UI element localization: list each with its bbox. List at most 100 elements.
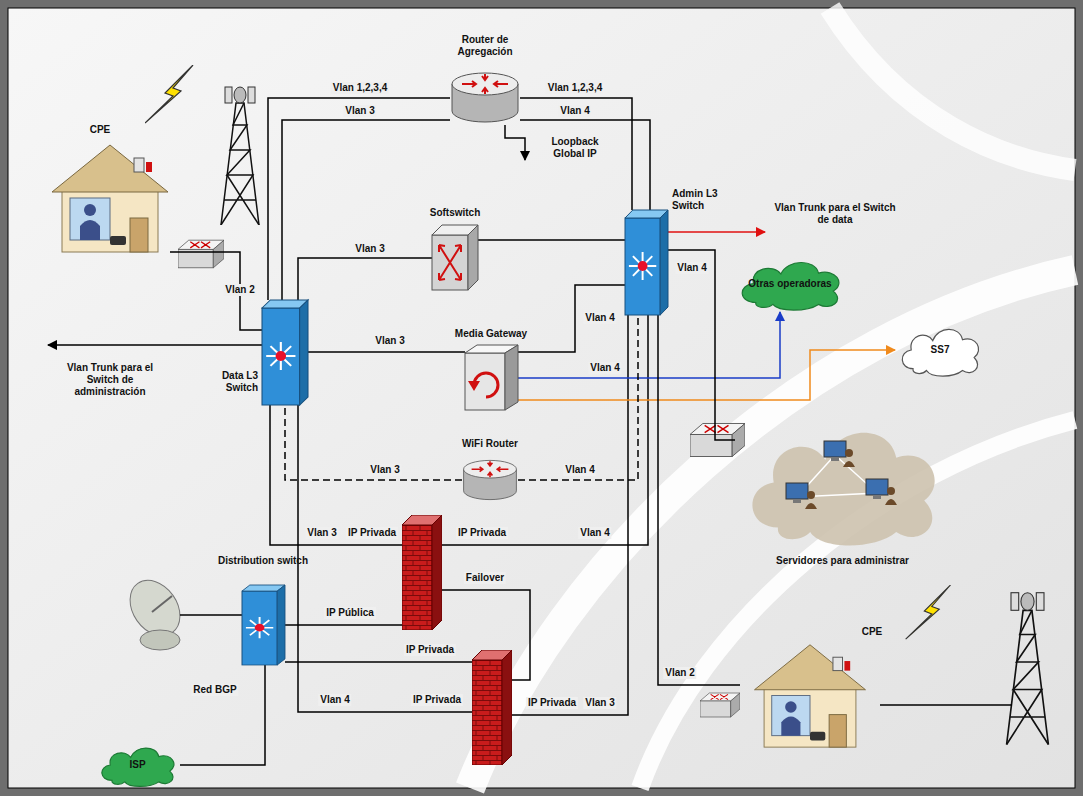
node-label: Media Gateway xyxy=(441,328,541,340)
connector xyxy=(518,285,625,352)
edge-label: Vlan 1,2,3,4 xyxy=(546,82,604,94)
router-icon: Router de Agregación xyxy=(450,70,520,125)
house-cpe-shape xyxy=(833,657,843,670)
connector xyxy=(668,250,735,440)
satellite-dish xyxy=(120,571,190,650)
network-cloud-shape xyxy=(102,748,174,786)
house-cpe-shape xyxy=(62,188,158,252)
edge-label: Vlan 2 xyxy=(663,667,696,679)
node-label: Servidores para administrar xyxy=(775,555,910,567)
router-icon-shape xyxy=(462,455,518,505)
node-label: Distribution switch xyxy=(208,555,318,567)
softswitch-icon: Softswitch xyxy=(432,225,478,290)
server-cloud-shape xyxy=(805,503,817,509)
note-label: Red BGP xyxy=(191,684,238,696)
firewall xyxy=(402,515,442,630)
wires xyxy=(48,125,1012,715)
connector xyxy=(170,252,262,330)
server-cloud-shape xyxy=(831,457,839,461)
connector xyxy=(285,405,462,480)
house-cpe-shape xyxy=(130,218,148,252)
connector xyxy=(520,98,632,210)
gateway-server-shape xyxy=(468,381,480,391)
house-cpe-shape xyxy=(810,732,825,741)
l3-switch-shape xyxy=(629,252,656,280)
network-cloud: Otras operadoras xyxy=(733,255,847,312)
gateway-server-shape xyxy=(505,345,518,410)
router-icon-shape xyxy=(450,70,520,125)
node-label: ISP xyxy=(129,759,145,771)
server-cloud-shape xyxy=(735,415,950,550)
house-cpe-shape xyxy=(146,162,152,172)
satellite-dish xyxy=(140,630,180,650)
l3-switch-shape xyxy=(300,300,308,405)
note-label: Vlan 4 xyxy=(578,527,611,539)
network-cloud: ISP xyxy=(95,742,180,788)
connector xyxy=(658,315,740,685)
note-label: Vlan 4 xyxy=(318,694,351,706)
house-cpe-shape xyxy=(110,236,126,245)
note-label: IP Privada xyxy=(346,527,398,539)
l3-switch-shape xyxy=(262,300,308,405)
note-label: Failover xyxy=(464,572,506,584)
node-label: CPE xyxy=(852,626,892,638)
node-label: Router de Agregación xyxy=(435,34,535,58)
connector xyxy=(518,350,895,400)
network-cloud-shape xyxy=(902,329,978,376)
note-label: Vlan Trunk para el Switch de administrac… xyxy=(48,362,172,398)
l3-switch-shape xyxy=(625,210,668,315)
router-icon: WiFi Router xyxy=(462,455,518,505)
frame-inner xyxy=(8,8,1075,788)
router-icon-shape xyxy=(464,460,517,478)
node-label: Data L3 Switch xyxy=(188,370,258,394)
house-cpe-shape xyxy=(84,204,96,216)
router-icon-shape xyxy=(472,461,509,477)
house-cpe-shape xyxy=(844,661,850,671)
server-cloud-shape xyxy=(797,455,877,497)
l3-switch: Data L3 Switch xyxy=(262,300,308,405)
wire xyxy=(298,405,472,712)
router-icon-shape xyxy=(462,74,508,94)
swoosh xyxy=(640,420,1075,788)
network-cloud-shape xyxy=(742,262,839,310)
node-label: Admin L3 Switch xyxy=(672,188,742,212)
gateway-server: Media Gateway xyxy=(465,345,518,410)
connector xyxy=(518,312,780,378)
house-cpe: CPE xyxy=(50,140,170,255)
l3-switch-shape xyxy=(266,342,295,370)
wire xyxy=(442,590,530,680)
distribution-switch-shape xyxy=(242,591,277,665)
l3-switch-shape xyxy=(625,218,660,315)
note-label: IP Pública xyxy=(324,607,376,619)
server-cloud-shape xyxy=(843,461,855,467)
connector xyxy=(478,239,625,241)
node-label: Otras operadoras xyxy=(748,278,831,290)
connector xyxy=(180,665,265,765)
wire xyxy=(285,661,472,663)
edge-label: Vlan 3 xyxy=(353,243,386,255)
l3-switch-shape xyxy=(660,210,668,315)
edge-label: Vlan 4 xyxy=(563,464,596,476)
note-label: Loopback Global IP xyxy=(533,136,617,160)
note-label: Vlan Trunk para el Switch de data xyxy=(768,202,902,226)
house-cpe-shape xyxy=(781,717,800,736)
wire xyxy=(285,624,402,626)
server-cloud-shape xyxy=(752,433,934,546)
gateway-server-shape xyxy=(465,353,505,410)
edge-label: Vlan 1,2,3,4 xyxy=(331,82,389,94)
server-cloud-shape xyxy=(885,499,897,505)
server-cloud-shape xyxy=(793,499,801,503)
server-cloud-shape xyxy=(845,449,853,457)
house-cpe-shape xyxy=(785,701,796,712)
network-cloud: SS7 xyxy=(895,322,985,378)
softswitch-icon-shape xyxy=(468,225,478,290)
wireless-bolt xyxy=(145,65,193,123)
house-cpe-shape xyxy=(740,640,880,750)
swoosh xyxy=(830,8,1075,170)
router-icon-shape xyxy=(452,73,518,95)
distribution-switch: Distribution switch xyxy=(242,585,285,665)
wire xyxy=(512,315,628,715)
server-cloud-shape xyxy=(866,479,888,495)
edge-label: Vlan 4 xyxy=(588,362,621,374)
